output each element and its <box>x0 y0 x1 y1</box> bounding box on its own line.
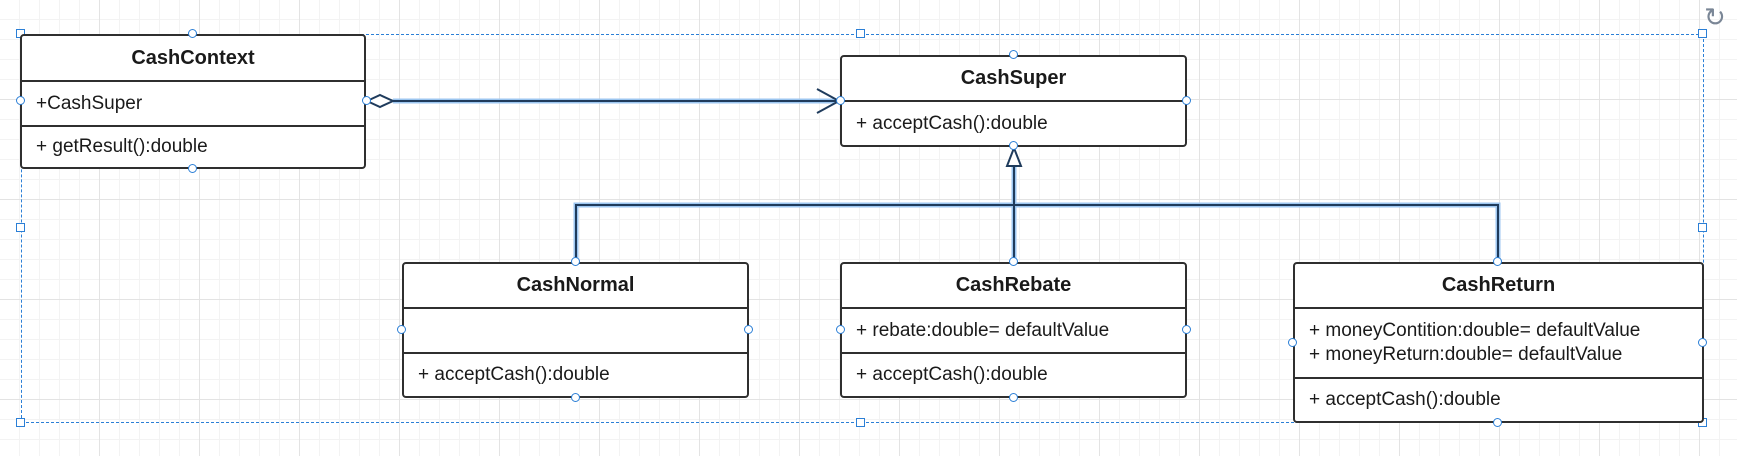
connection-point[interactable] <box>571 393 580 402</box>
class-cashnormal[interactable]: CashNormal + acceptCash():double <box>402 262 749 398</box>
selection-handle[interactable] <box>856 29 865 38</box>
rotate-icon[interactable]: ↻ <box>1704 2 1726 32</box>
methods-section: + acceptCash():double <box>842 102 1185 145</box>
methods-section: + acceptCash():double <box>842 354 1185 396</box>
attribute: + moneyReturn:double= defaultValue <box>1309 344 1623 365</box>
connection-point[interactable] <box>1009 141 1018 150</box>
selection-handle[interactable] <box>16 418 25 427</box>
attribute: + rebate:double= defaultValue <box>856 319 1110 341</box>
class-name: CashRebate <box>842 264 1185 309</box>
methods-section: + acceptCash():double <box>1295 379 1702 421</box>
connection-point[interactable] <box>836 96 845 105</box>
connection-point[interactable] <box>836 325 845 334</box>
generalization-triangle <box>1005 145 1023 167</box>
attribute: +CashSuper <box>36 92 143 114</box>
class-name: CashSuper <box>842 57 1185 102</box>
aggregation-diamond <box>364 93 396 109</box>
connection-point[interactable] <box>571 257 580 266</box>
connection-point[interactable] <box>1698 338 1707 347</box>
selection-handle[interactable] <box>16 223 25 232</box>
methods-section: + acceptCash():double <box>404 354 747 396</box>
selection-handle[interactable] <box>856 418 865 427</box>
method: + acceptCash():double <box>856 112 1048 134</box>
connection-point[interactable] <box>1009 257 1018 266</box>
class-name: CashReturn <box>1295 264 1702 309</box>
attributes-section: +CashSuper <box>22 82 364 127</box>
connection-point[interactable] <box>1182 96 1191 105</box>
method: + acceptCash():double <box>1309 389 1501 410</box>
connection-point[interactable] <box>397 325 406 334</box>
attributes-section: + moneyContition:double= defaultValue + … <box>1295 309 1702 379</box>
connection-point[interactable] <box>1182 325 1191 334</box>
class-name: CashContext <box>22 36 364 82</box>
connection-point[interactable] <box>1493 418 1502 427</box>
connection-point[interactable] <box>16 96 25 105</box>
method: + acceptCash():double <box>418 364 610 385</box>
attribute: + moneyContition:double= defaultValue <box>1309 320 1641 341</box>
method: + getResult():double <box>36 136 208 157</box>
methods-section: + getResult():double <box>22 127 364 167</box>
connection-point[interactable] <box>1009 393 1018 402</box>
class-name: CashNormal <box>404 264 747 309</box>
connection-point[interactable] <box>362 96 371 105</box>
attributes-section: + rebate:double= defaultValue <box>842 309 1185 354</box>
class-cashcontext[interactable]: CashContext +CashSuper + getResult():dou… <box>20 34 366 169</box>
method: + acceptCash():double <box>856 364 1048 385</box>
class-cashrebate[interactable]: CashRebate + rebate:double= defaultValue… <box>840 262 1187 398</box>
connection-point[interactable] <box>1009 50 1018 59</box>
connection-point[interactable] <box>188 164 197 173</box>
class-cashreturn[interactable]: CashReturn + moneyContition:double= defa… <box>1293 262 1704 423</box>
selection-handle[interactable] <box>1698 29 1707 38</box>
selection-handle[interactable] <box>1698 223 1707 232</box>
connection-point[interactable] <box>744 325 753 334</box>
connection-point[interactable] <box>1288 338 1297 347</box>
generalization-edges[interactable] <box>573 145 1501 262</box>
attributes-section <box>404 309 747 354</box>
connection-point[interactable] <box>1493 257 1502 266</box>
connection-point[interactable] <box>188 29 197 38</box>
class-cashsuper[interactable]: CashSuper + acceptCash():double <box>840 55 1187 147</box>
